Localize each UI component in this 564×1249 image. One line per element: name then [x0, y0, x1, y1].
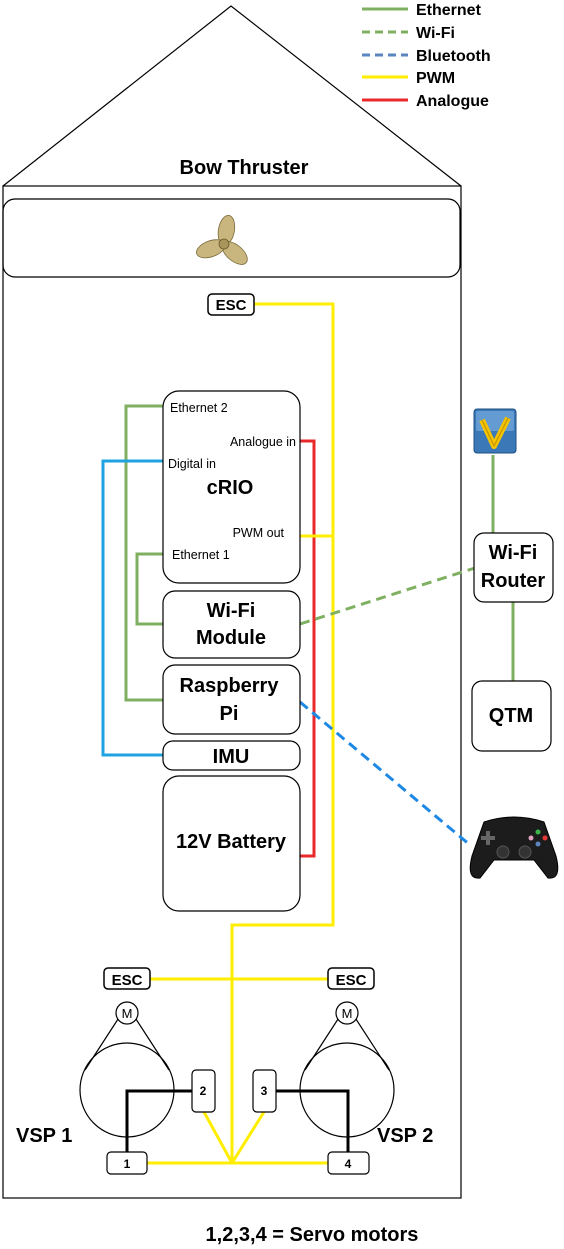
crio: Ethernet 2 Analogue in Digital in cRIO P… — [162, 390, 301, 584]
motor-left — [115, 1001, 139, 1025]
wifi-router: Wi-Fi Router — [473, 532, 554, 603]
legend-ethernet-label: Ethernet — [416, 2, 482, 19]
raspberry-pi: Raspberry Pi — [162, 664, 301, 735]
legend-analogue-label: Analogue — [416, 93, 489, 110]
motor-right — [335, 1001, 359, 1025]
crio-ethernet1-port: Ethernet 1 — [172, 548, 230, 562]
raspberry-pi-label-line2: Pi — [220, 703, 239, 725]
wire-pwm-servo3 — [230, 1111, 266, 1164]
wifi-module: Wi-Fi Module — [162, 590, 301, 659]
servo-4-label: 4 — [345, 1157, 352, 1171]
crio-title: cRIO — [207, 477, 254, 499]
wifi-module-label-line1: Wi-Fi — [207, 600, 256, 622]
servo-linkage-left — [125, 1089, 192, 1152]
servo-2: 2 — [191, 1069, 216, 1113]
wifi-router-label-line1: Wi-Fi — [489, 542, 538, 564]
wifi-module-label-line2: Module — [196, 627, 266, 649]
vsp2-drive: M — [299, 1001, 395, 1138]
motor-left-label: M — [122, 1006, 133, 1021]
servo-3: 3 — [252, 1069, 277, 1113]
wire-ethernet2-raspberry — [124, 404, 163, 702]
bow-thruster-compartment — [2, 198, 461, 278]
esc-right-label: ESC — [336, 972, 367, 989]
gamepad-icon — [469, 816, 559, 879]
vsp1-drive: M — [79, 1001, 175, 1138]
qtm-label: QTM — [489, 705, 533, 727]
crio-digital-in-port: Digital in — [168, 457, 216, 471]
legend: Ethernet Wi-Fi Bluetooth PWM Analogue — [362, 2, 491, 110]
crio-ethernet2-port: Ethernet 2 — [170, 401, 228, 415]
esc-right: ESC — [327, 967, 375, 990]
crio-analogue-in-port: Analogue in — [230, 435, 296, 449]
qtm: QTM — [471, 680, 552, 752]
motor-right-label: M — [342, 1006, 353, 1021]
bow-thruster-label: Bow Thruster — [180, 157, 309, 179]
servo-3-label: 3 — [261, 1084, 268, 1098]
wire-analogue-battery — [300, 439, 316, 858]
wire-ethernet1-wifi-module — [135, 552, 163, 626]
servo-4: 4 — [327, 1151, 370, 1175]
servo-1-label: 1 — [124, 1157, 131, 1171]
servo-footnote: 1,2,3,4 = Servo motors — [206, 1224, 419, 1246]
wifi-router-label-line2: Router — [481, 570, 546, 592]
wire-pwm-trunk — [230, 302, 335, 1163]
wire-digital-imu — [101, 459, 163, 757]
esc-left-label: ESC — [112, 972, 143, 989]
raspberry-pi-label-line1: Raspberry — [180, 675, 280, 697]
crio-pwm-out-port: PWM out — [233, 526, 285, 540]
labview-icon — [473, 408, 517, 454]
vsp1-label: VSP 1 — [16, 1125, 72, 1147]
vsp2-label: VSP 2 — [377, 1125, 433, 1147]
wire-wifi-link — [299, 566, 476, 626]
wire-pwm-servo2 — [202, 1111, 234, 1164]
legend-bluetooth-label: Bluetooth — [416, 48, 491, 65]
battery: 12V Battery — [162, 775, 301, 912]
battery-label: 12V Battery — [176, 831, 287, 853]
servo-1: 1 — [106, 1151, 148, 1175]
imu: IMU — [162, 740, 301, 771]
wire-bluetooth-link — [299, 700, 471, 847]
imu-label: IMU — [213, 746, 250, 768]
esc-left: ESC — [103, 967, 151, 990]
boat-hull — [2, 5, 462, 1199]
legend-wifi-label: Wi-Fi — [416, 25, 455, 42]
esc-bow: ESC — [207, 293, 255, 316]
legend-pwm-label: PWM — [416, 70, 455, 87]
esc-bow-label: ESC — [216, 297, 247, 314]
servo-2-label: 2 — [200, 1084, 207, 1098]
propeller-icon — [196, 214, 248, 265]
